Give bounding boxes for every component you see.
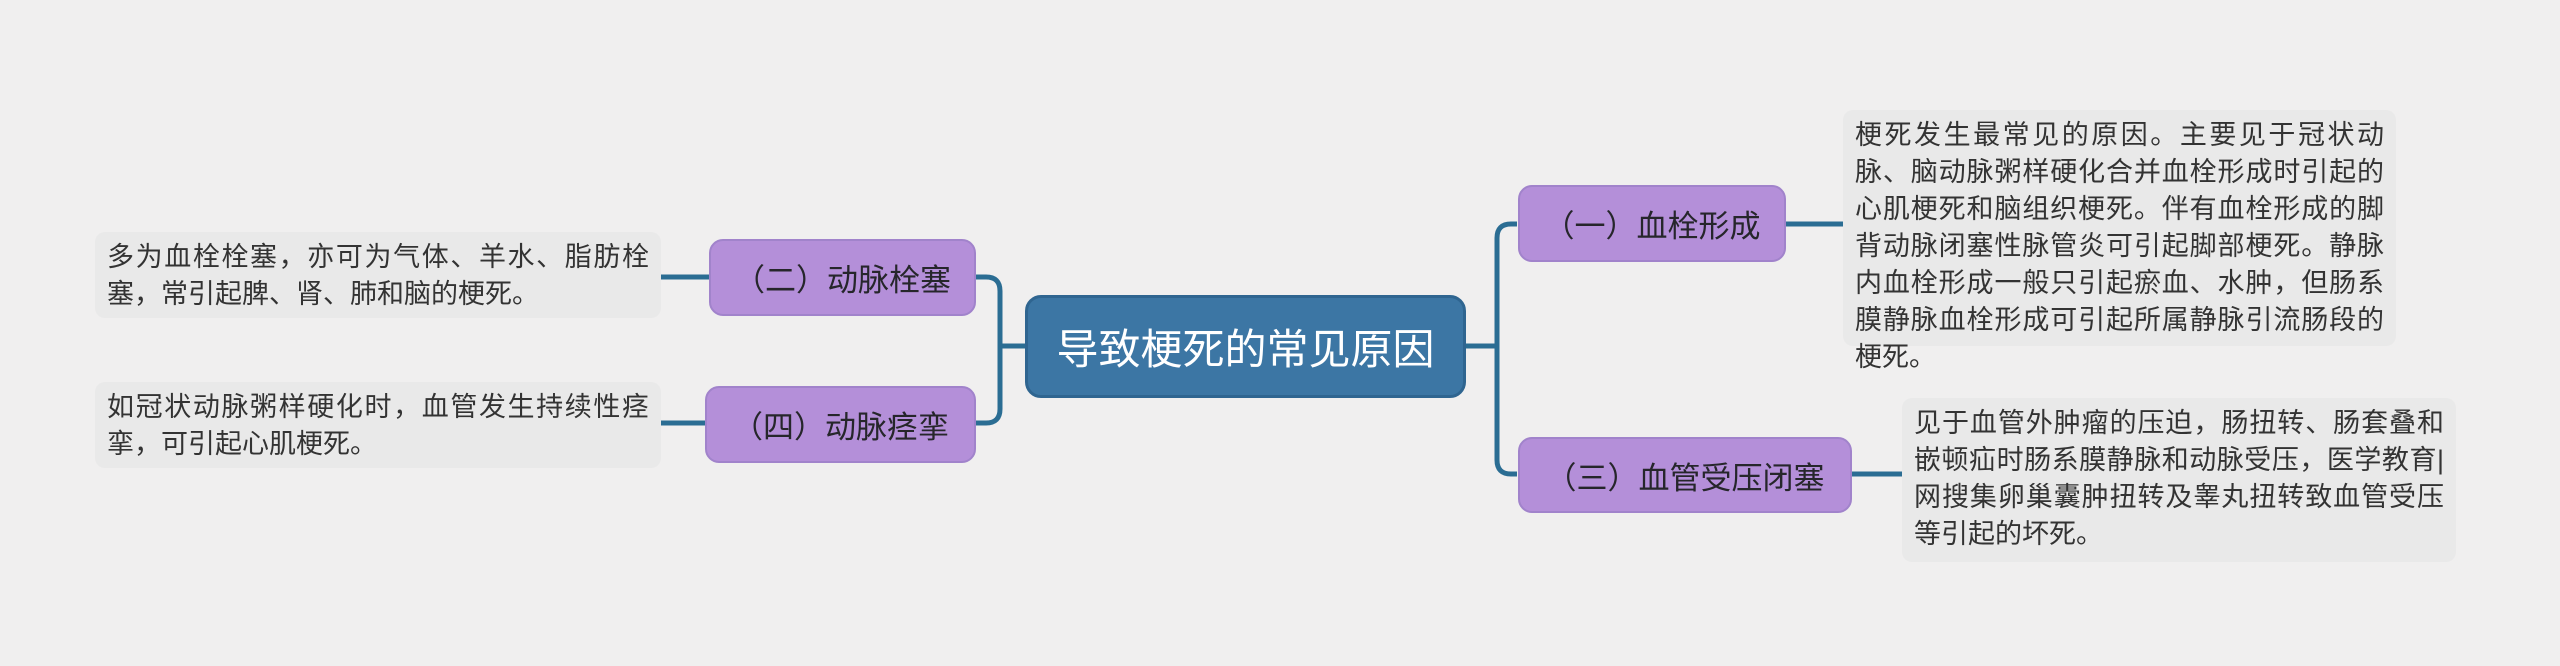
note-branch-3-text: 见于血管外肿瘤的压迫，肠扭转、肠套叠和嵌顿疝时肠系膜静脉和动脉受压，医学教育|网… <box>1914 408 2444 549</box>
branch-node-4[interactable]: （四）动脉痉挛 <box>705 386 976 463</box>
center-topic-node[interactable]: 导致梗死的常见原因 <box>1025 295 1466 398</box>
note-branch-3[interactable]: 见于血管外肿瘤的压迫，肠扭转、肠套叠和嵌顿疝时肠系膜静脉和动脉受压，医学教育|网… <box>1902 398 2456 562</box>
branch-node-3[interactable]: （三）血管受压闭塞 <box>1518 437 1852 513</box>
branch-node-1[interactable]: （一）血栓形成 <box>1518 185 1786 262</box>
note-branch-1[interactable]: 梗死发生最常见的原因。主要见于冠状动脉、脑动脉粥样硬化合并血栓形成时引起的心肌梗… <box>1843 110 2396 372</box>
note-branch-4-text: 如冠状动脉粥样硬化时，血管发生持续性痉挛，可引起心肌梗死。 <box>107 392 649 459</box>
note-branch-2[interactable]: 多为血栓栓塞，亦可为气体、羊水、脂肪栓塞，常引起脾、肾、肺和脑的梗死。 <box>95 232 661 318</box>
note-branch-1-text: 梗死发生最常见的原因。主要见于冠状动脉、脑动脉粥样硬化合并血栓形成时引起的心肌梗… <box>1855 120 2384 372</box>
note-branch-2-text: 多为血栓栓塞，亦可为气体、羊水、脂肪栓塞，常引起脾、肾、肺和脑的梗死。 <box>107 242 649 309</box>
branch-node-1-label: （一）血栓形成 <box>1543 209 1761 244</box>
branch-node-3-label: （三）血管受压闭塞 <box>1545 460 1825 496</box>
branch-node-2-label: （二）动脉栓塞 <box>734 263 951 298</box>
note-branch-4[interactable]: 如冠状动脉粥样硬化时，血管发生持续性痉挛，可引起心肌梗死。 <box>95 382 661 468</box>
connector-right-trunk <box>1494 221 1517 477</box>
center-topic-label: 导致梗死的常见原因 <box>1056 326 1435 373</box>
connector-left-trunk <box>976 274 1003 426</box>
branch-node-4-label: （四）动脉痉挛 <box>732 410 949 445</box>
branch-node-2[interactable]: （二）动脉栓塞 <box>709 239 976 316</box>
